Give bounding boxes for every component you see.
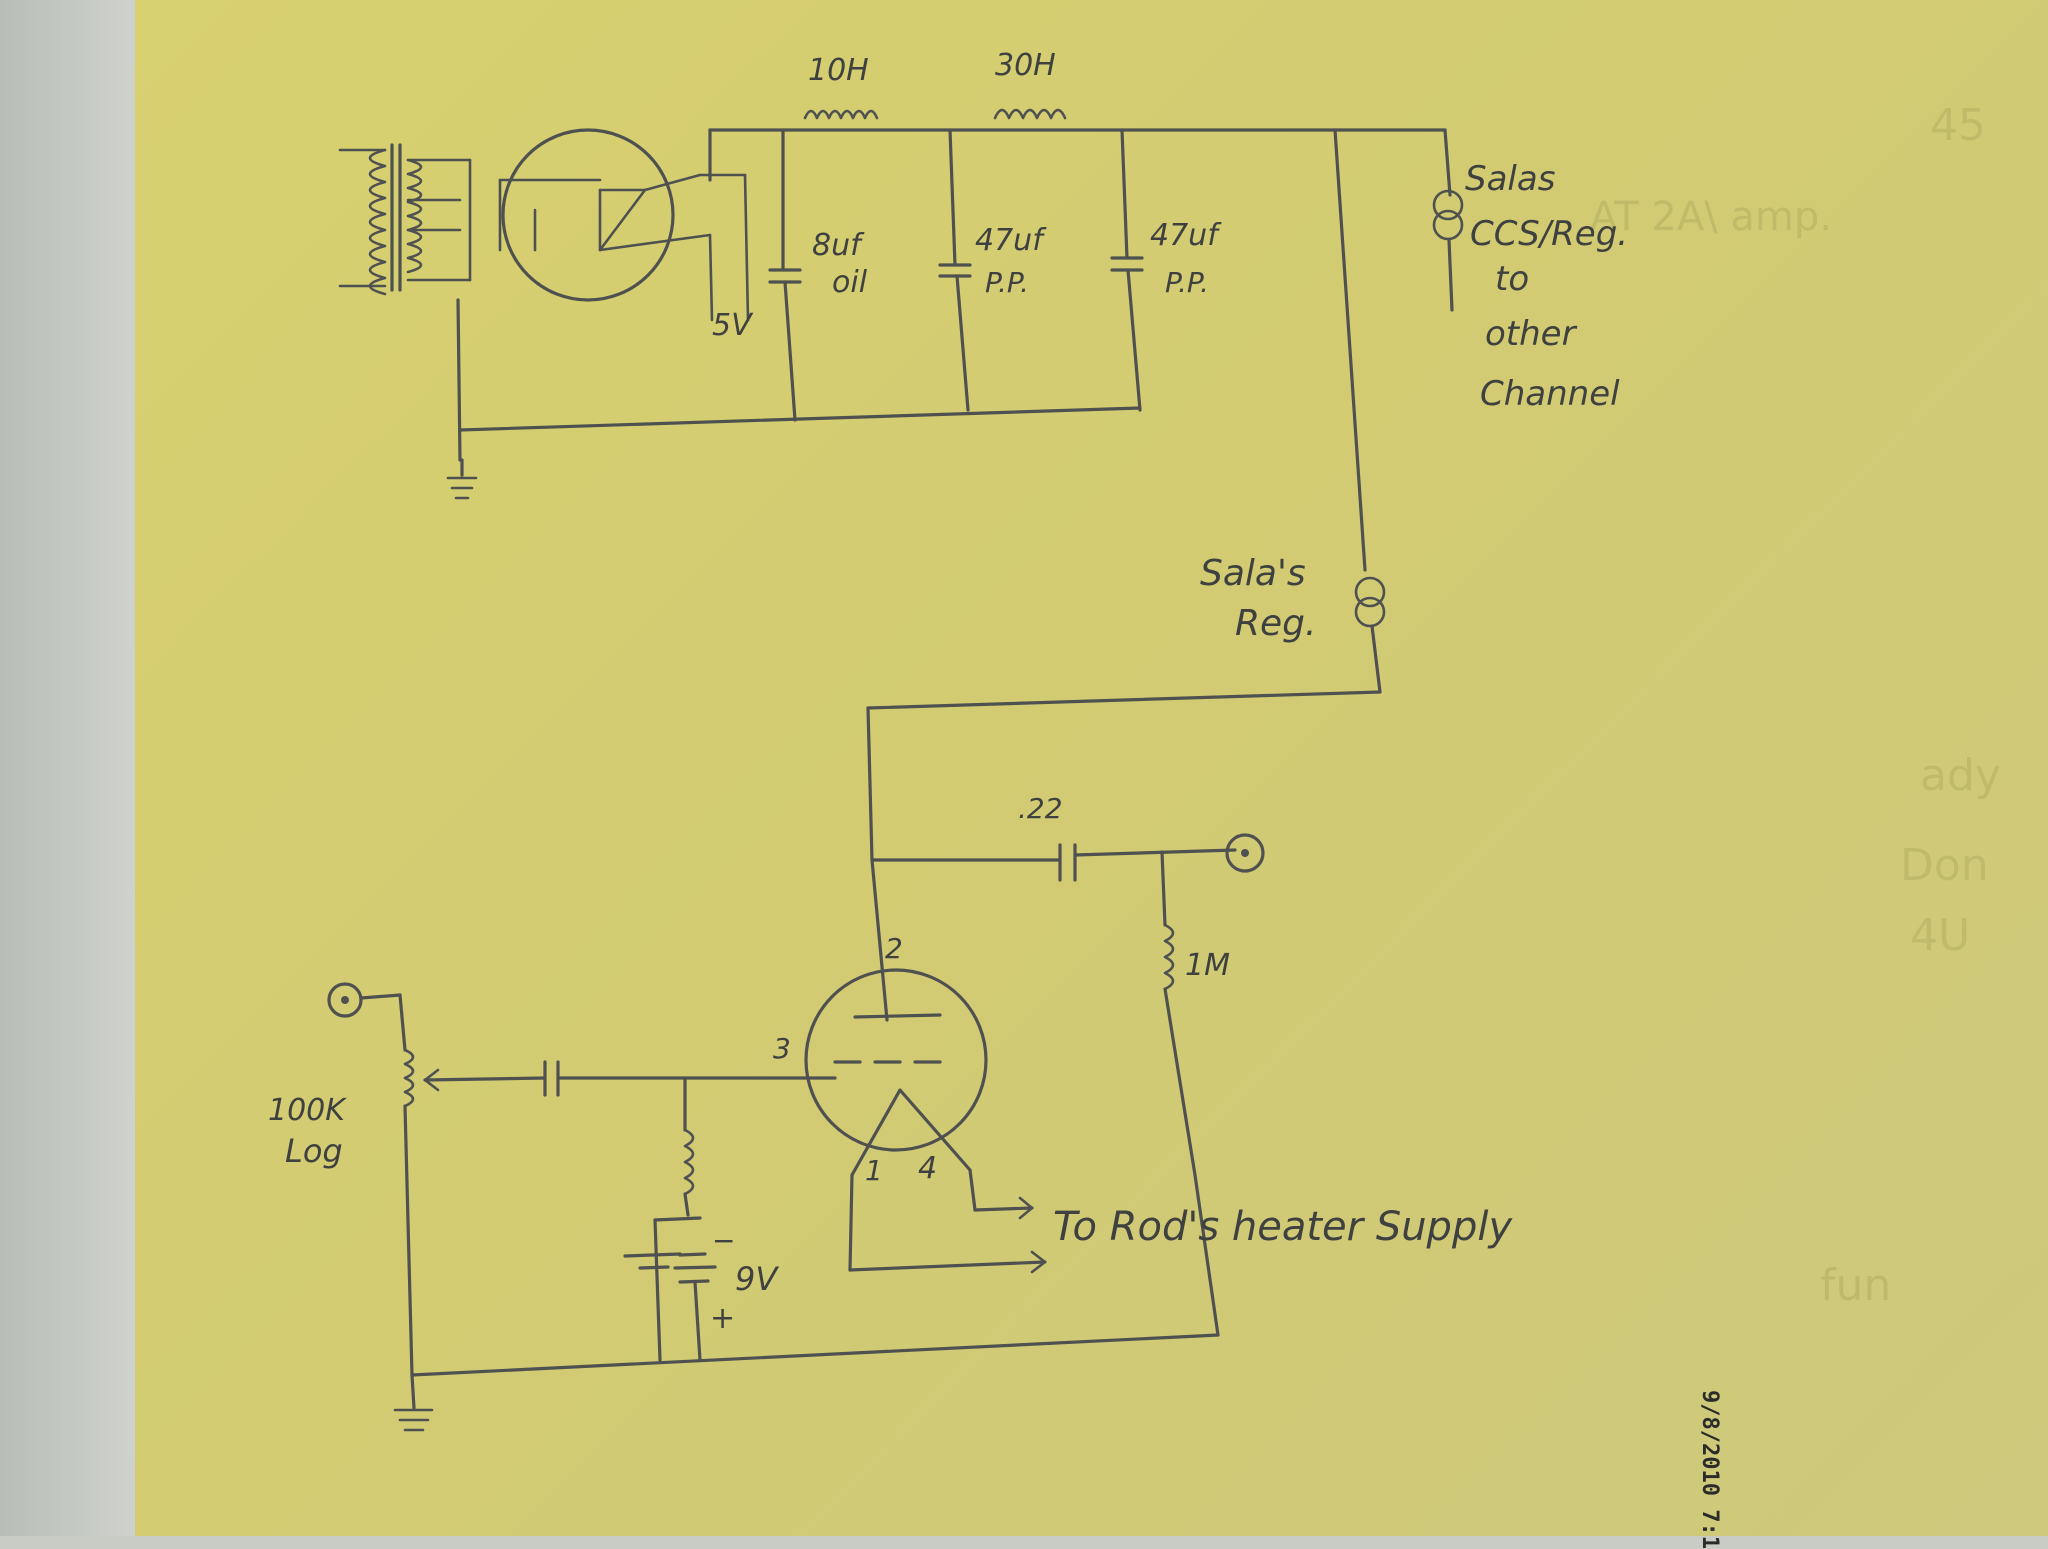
cap3-type: P.P. xyxy=(1165,266,1209,299)
pin-grid-label: 3 xyxy=(773,1032,791,1065)
bleed-through-writing: AT 2A\ amp. 45 ady Don 4U fun xyxy=(1590,100,2001,1311)
background-wall xyxy=(0,0,150,1536)
plate-resistor-label: 1M xyxy=(1185,948,1230,983)
photo-timestamp: 9/8/2010 7:1 xyxy=(1697,1390,1722,1549)
ccs-note-line2: CCS/Reg. xyxy=(1470,214,1628,254)
svg-text:45: 45 xyxy=(1930,100,1986,151)
pot-value-label: 100K xyxy=(268,1093,347,1128)
choke1-label: 10H xyxy=(808,53,869,88)
ccs-note-line1: Salas xyxy=(1465,159,1555,199)
pin-heater1-label: 1 xyxy=(865,1154,883,1187)
reg-note-line1: Sala's xyxy=(1200,553,1306,594)
power-transformer xyxy=(338,143,472,296)
coupling-cap-label: .22 xyxy=(1018,792,1063,825)
ccs-note-line5: Channel xyxy=(1480,374,1620,414)
heater-supply-note: To Rod's heater Supply xyxy=(1053,1204,1513,1250)
ccs-regulator-branch xyxy=(866,128,1464,862)
cap2-type: P.P. xyxy=(985,266,1029,299)
battery-minus-label: − xyxy=(712,1224,735,1257)
pot-taper-label: Log xyxy=(285,1132,343,1170)
svg-text:ady: ady xyxy=(1920,750,2001,801)
reg-note-line2: Reg. xyxy=(1235,603,1316,644)
triode-tube xyxy=(758,968,1047,1274)
svg-text:AT 2A\ amp.: AT 2A\ amp. xyxy=(1590,194,1832,240)
cap3-value: 47uf xyxy=(1150,218,1222,253)
battery-plus-label: + xyxy=(710,1301,735,1336)
plate-output-network xyxy=(870,833,1265,1337)
svg-text:fun: fun xyxy=(1820,1260,1891,1311)
rectifier-tube xyxy=(498,128,750,322)
svg-text:4U: 4U xyxy=(1910,910,1970,961)
rectifier-heater-label: 5V xyxy=(712,308,754,343)
ground-rail xyxy=(446,298,1142,500)
input-network xyxy=(327,982,1220,1432)
yellow-paper xyxy=(135,0,2048,1536)
ccs-note-line3: to xyxy=(1495,259,1529,299)
battery-voltage-label: 9V xyxy=(735,1260,779,1298)
cap2-value: 47uf xyxy=(975,223,1047,258)
choke2-label: 30H xyxy=(995,48,1056,83)
filter-capacitors xyxy=(768,128,1144,422)
cap1-type: oil xyxy=(832,265,868,300)
cap1-value: 8uf xyxy=(812,228,865,263)
pin-heater2-label: 4 xyxy=(918,1151,937,1186)
ccs-note-line4: other xyxy=(1485,314,1578,354)
pin-plate-label: 2 xyxy=(885,932,903,965)
b-plus-rail xyxy=(708,108,1447,182)
svg-text:Don: Don xyxy=(1900,840,1989,891)
